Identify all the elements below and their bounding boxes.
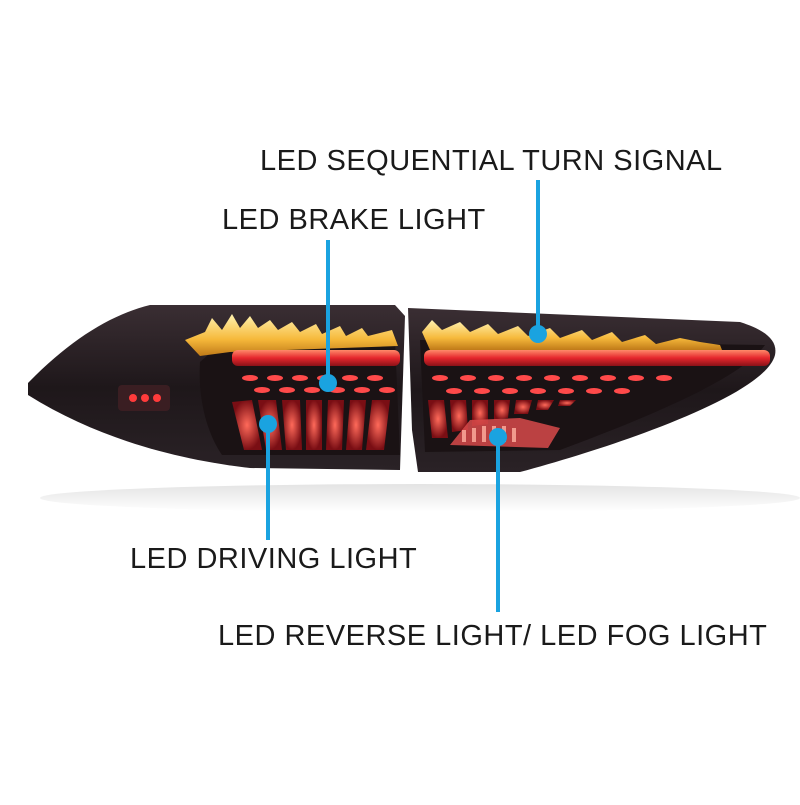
label-reverse-fog-light: LED REVERSE LIGHT/ LED FOG LIGHT <box>218 620 768 652</box>
callout-dot-brake <box>319 374 337 392</box>
callout-dots <box>259 325 547 446</box>
side-marker-lights <box>118 385 170 411</box>
amber-turn-signal-right <box>422 320 722 350</box>
brake-light-bar-left <box>232 350 400 366</box>
brake-light-bar-right <box>424 350 770 366</box>
driving-light-fins-left <box>232 400 390 450</box>
callout-dot-turn <box>529 325 547 343</box>
callout-dot-drive <box>259 415 277 433</box>
floor-reflection <box>40 484 800 512</box>
callout-lines <box>266 180 540 612</box>
label-brake-light: LED BRAKE LIGHT <box>222 204 486 236</box>
amber-turn-signal-left <box>185 314 398 356</box>
callout-dot-reverse <box>489 428 507 446</box>
label-driving-light: LED DRIVING LIGHT <box>130 543 418 575</box>
label-sequential-turn-signal: LED SEQUENTIAL TURN SIGNAL <box>260 145 723 177</box>
brake-dots-left <box>242 375 395 393</box>
brake-dots-right <box>432 375 672 394</box>
